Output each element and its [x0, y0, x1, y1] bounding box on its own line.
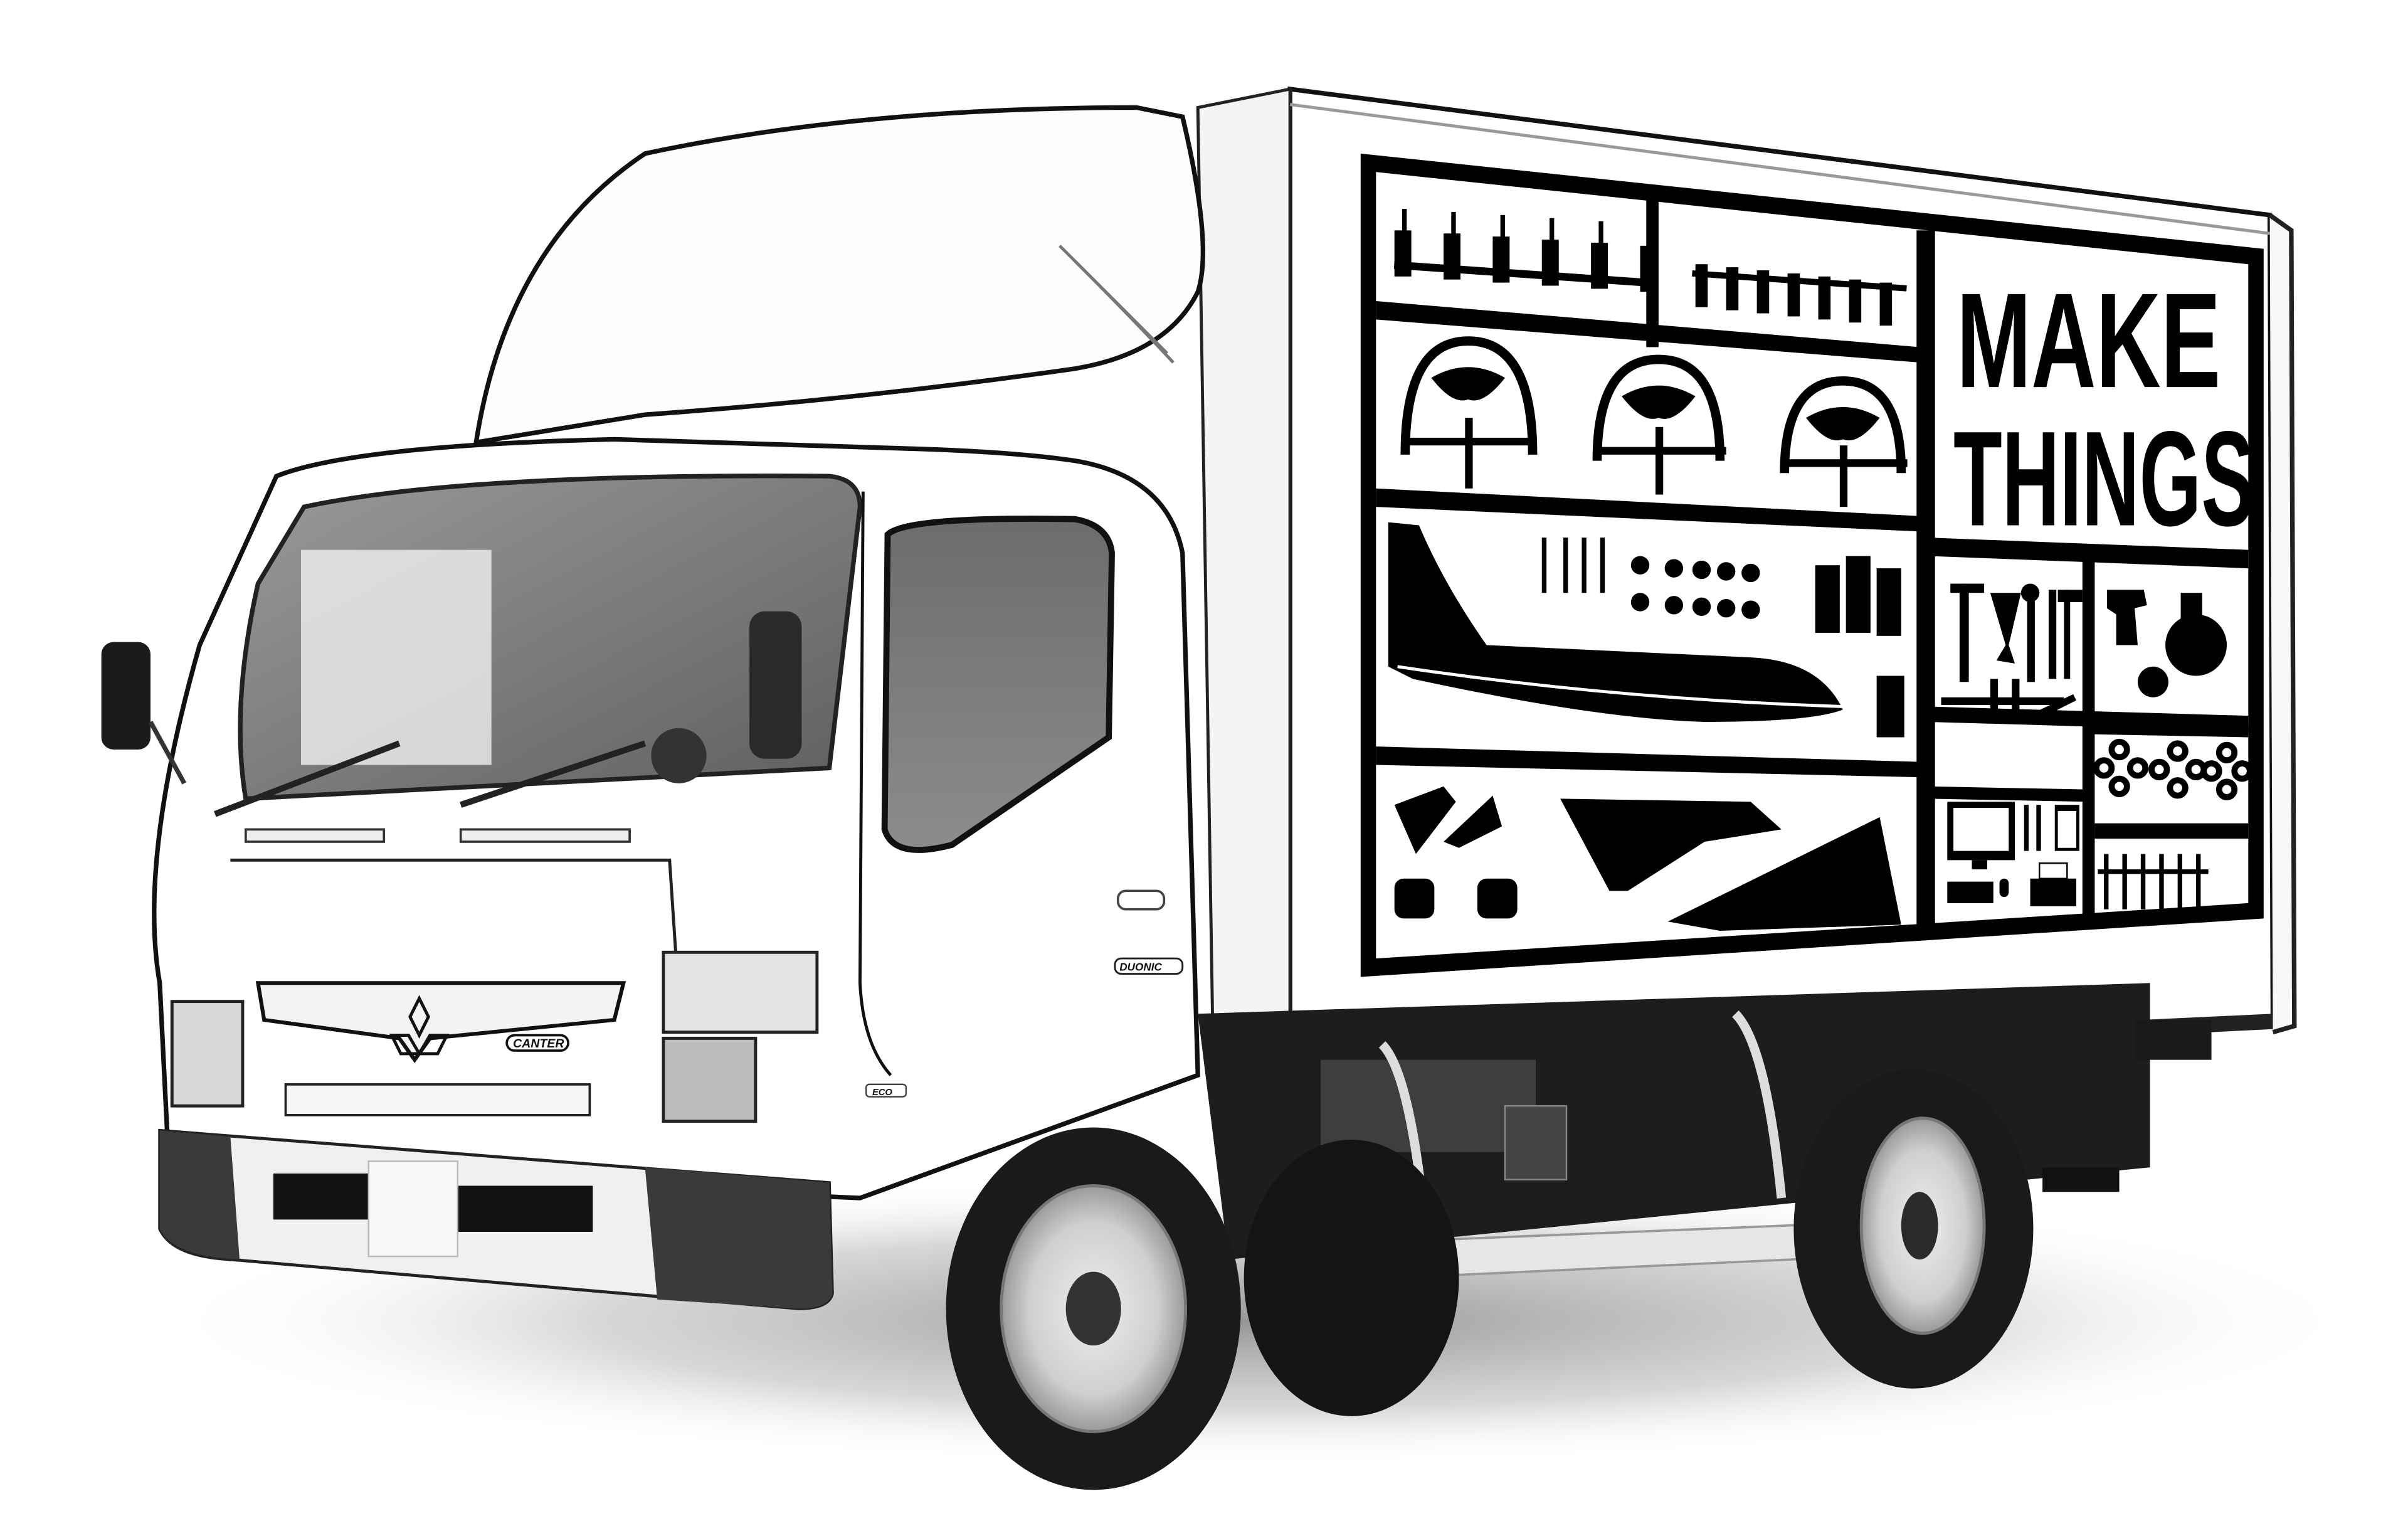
computer-set	[1947, 802, 2079, 906]
brand-emblem	[389, 995, 450, 1056]
nut-clusters	[2093, 738, 2253, 800]
svg-text:CANTER: CANTER	[513, 1037, 564, 1051]
headline-line2: THINGS	[1953, 403, 2254, 554]
hand-tools	[1941, 583, 2083, 722]
seat-row-1	[1393, 209, 1657, 292]
right-headlight-upper	[662, 950, 819, 1034]
right-headlight-lower	[662, 1036, 758, 1123]
license-plate	[367, 1160, 459, 1258]
eco-badge: ECO	[865, 1083, 907, 1098]
duonic-badge: DUONIC	[1114, 957, 1184, 975]
headline: MAKE THINGS	[1953, 265, 2254, 554]
power-tools	[2107, 590, 2227, 697]
roof-deflector	[473, 105, 1206, 445]
cockpit-domes	[1400, 336, 1908, 507]
cab: CANTER DUONIC ECO	[101, 105, 1206, 1310]
svg-text:ECO: ECO	[872, 1088, 892, 1098]
canter-badge: CANTER	[505, 1034, 569, 1052]
screws	[2098, 854, 2209, 909]
svg-text:DUONIC: DUONIC	[1119, 961, 1162, 973]
side-window	[881, 516, 1115, 853]
right-mirror	[749, 611, 802, 759]
seat-row-2	[1692, 264, 1907, 326]
landing-gear	[1541, 538, 1904, 738]
headline-line1: MAKE	[1956, 265, 2221, 416]
front-wheel	[946, 1127, 1241, 1490]
left-mirror	[101, 642, 150, 750]
left-headlight	[170, 1000, 245, 1108]
wing-parts	[1394, 786, 1901, 931]
model-kit-graphic: MAKE THINGS	[1360, 153, 2264, 977]
rear-wheel-inner	[1244, 1140, 1459, 1416]
airplane-fuselage	[1388, 522, 1843, 722]
rear-wheel	[1793, 1069, 2034, 1389]
